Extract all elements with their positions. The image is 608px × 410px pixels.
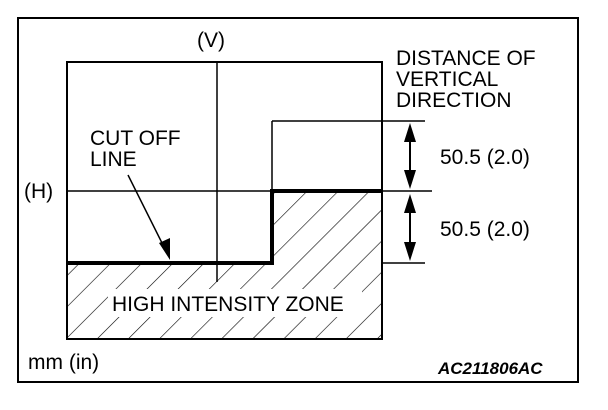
distance-title-line1: DISTANCE OF <box>396 47 536 70</box>
dimension-upper-label: 50.5 (2.0) <box>440 146 530 169</box>
h-axis-label: (H) <box>24 180 53 203</box>
figure-frame <box>17 17 579 383</box>
cut-off-line <box>67 189 382 265</box>
dimension-lower-label: 50.5 (2.0) <box>440 218 530 241</box>
distance-title-line2: VERTICAL <box>396 68 498 91</box>
v-axis-label: (V) <box>197 29 225 52</box>
cutoff-label-line2: LINE <box>90 148 137 171</box>
high-intensity-zone-label: HIGH INTENSITY ZONE <box>112 293 344 316</box>
units-label: mm (in) <box>28 351 99 374</box>
cutoff-arrow-icon <box>159 238 170 260</box>
dimension-arrow-lower <box>404 194 416 261</box>
cutoff-label-line1: CUT OFF <box>90 127 181 150</box>
zone-label-background <box>108 289 362 317</box>
step-zone-hatch <box>272 191 382 263</box>
distance-title-line3: DIRECTION <box>396 89 512 112</box>
dimension-arrow-upper <box>404 123 416 189</box>
cutoff-leader-line <box>127 174 166 250</box>
figure-code: AC211806AC <box>437 359 543 378</box>
